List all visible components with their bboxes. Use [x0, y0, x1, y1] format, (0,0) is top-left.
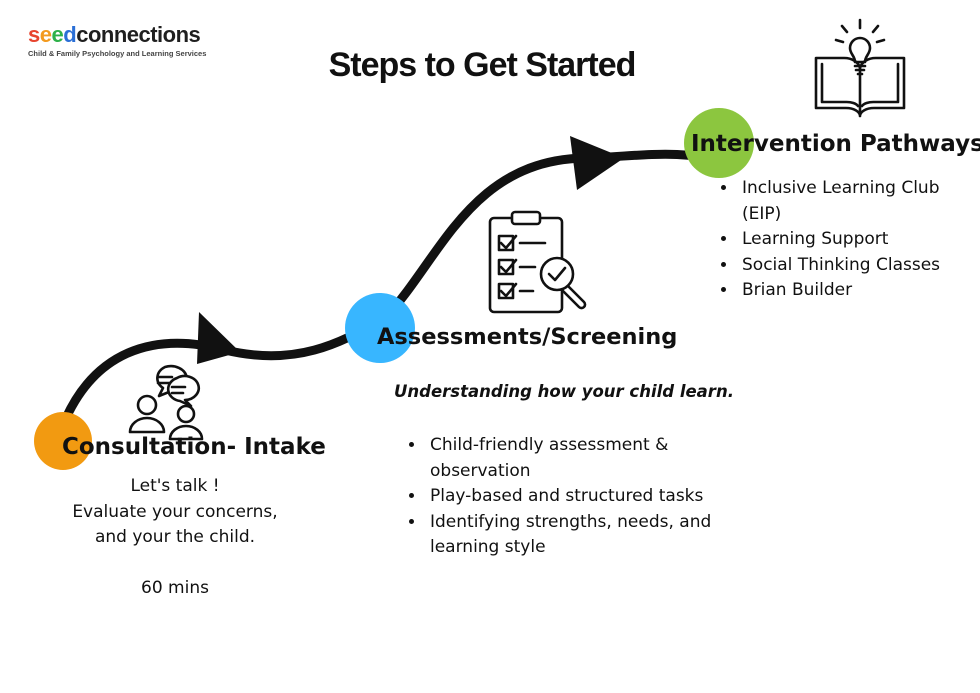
- list-item: Social Thinking Classes: [738, 253, 973, 279]
- intervention-list: Inclusive Learning Club (EIP) Learning S…: [718, 176, 973, 304]
- people-chat-icon: [128, 364, 204, 441]
- step-marker-intervention: [684, 108, 754, 178]
- list-item: Play-based and structured tasks: [426, 484, 746, 510]
- logo-letter: connections: [76, 22, 201, 47]
- consultation-line: and your the child.: [94, 527, 256, 547]
- arrow-head-icon: [197, 312, 240, 364]
- logo-letter: d: [63, 22, 77, 47]
- logo: seedconnections Child & Family Psycholog…: [28, 22, 206, 58]
- list-item: Brian Builder: [738, 278, 973, 304]
- step-heading-intervention: Intervention Pathways: [691, 131, 980, 157]
- list-item: Identifying strengths, needs, and learni…: [426, 510, 746, 561]
- step-marker-assessment: [345, 293, 415, 363]
- logo-tagline: Child & Family Psychology and Learning S…: [28, 49, 207, 58]
- list-item: Learning Support: [738, 227, 973, 253]
- consultation-line: Evaluate your concerns,: [72, 501, 278, 522]
- logo-letter: e: [39, 22, 52, 47]
- arrow-head-icon: [570, 136, 624, 190]
- book-lightbulb-icon: [814, 18, 906, 118]
- logo-letter: e: [51, 22, 64, 47]
- logo-wordmark: seedconnections: [28, 22, 206, 48]
- assessment-list: Child-friendly assessment & observation …: [406, 433, 746, 561]
- list-item: Child-friendly assessment & observation: [426, 433, 746, 484]
- logo-letter: s: [28, 22, 40, 47]
- page-title: Steps to Get Started: [328, 46, 637, 84]
- list-item: Inclusive Learning Club (EIP): [738, 176, 973, 227]
- consultation-line: Let's talk !: [130, 476, 220, 496]
- step-heading-assessment: Assessments/Screening: [377, 324, 678, 350]
- consultation-duration: 60 mins: [141, 577, 209, 598]
- consultation-description: Let's talk ! Evaluate your concerns, and…: [40, 474, 310, 601]
- step-heading-consultation: Consultation- Intake: [62, 434, 326, 460]
- checklist-magnifier-icon: [488, 210, 587, 314]
- assessment-subheading: Understanding how your child learn.: [394, 382, 734, 401]
- step-marker-consultation: [34, 412, 92, 470]
